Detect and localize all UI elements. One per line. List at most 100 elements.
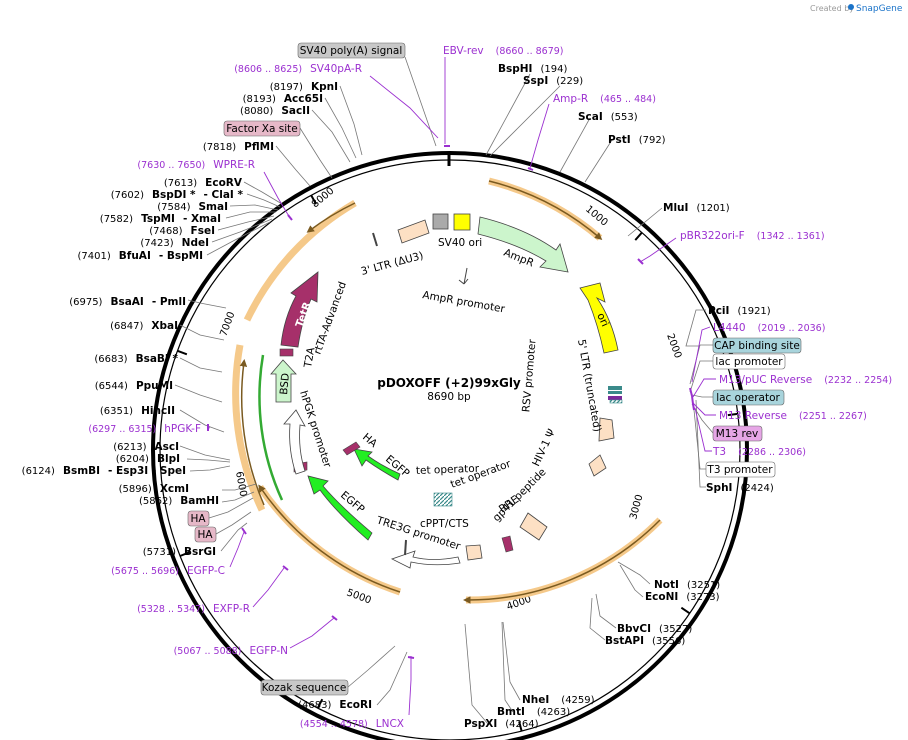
snapgene-logo-icon — [848, 4, 854, 10]
primer-l4440[interactable]: L4440(2019 .. 2036) — [713, 322, 825, 334]
inner-features — [270, 213, 623, 569]
site-bspdi[interactable]: (7602)BspDI *- ClaI * — [111, 189, 244, 201]
site-bamhi[interactable]: (5862)BamHI — [139, 495, 219, 507]
box-ha-1[interactable]: HA — [187, 510, 210, 527]
primer-pbr322ori-f[interactable]: pBR322ori-F(1342 .. 1361) — [680, 230, 825, 242]
site-mlui[interactable]: MluI(1201) — [663, 202, 730, 214]
primer-lncx[interactable]: (4554 .. 4578)LNCX — [300, 718, 404, 730]
primer-hpgk-f[interactable]: (6297 .. 6315)hPGK-F — [88, 423, 201, 435]
box-lac-promoter[interactable]: lac promoter — [712, 353, 786, 370]
label-ampR-promoter: AmpR promoter — [421, 289, 506, 315]
site-fsei[interactable]: (7468)FseI — [149, 225, 215, 237]
primer-ebv-rev[interactable]: EBV-rev(8660 .. 8679) — [443, 45, 564, 57]
feature-ha-inner — [342, 441, 361, 456]
site-nhei[interactable]: NheI(4259) — [522, 694, 595, 706]
box-cap-binding[interactable]: CAP binding site — [712, 337, 802, 354]
site-bsaai[interactable]: (6975)BsaAI- PmlI — [69, 296, 186, 308]
box-ha-2[interactable]: HA — [194, 526, 217, 543]
orf-line-rttaA — [239, 359, 265, 506]
feature-lac-b — [608, 391, 622, 394]
site-ecorv[interactable]: (7613)EcoRV — [164, 177, 243, 189]
site-sacii[interactable]: (8080)SacII — [240, 105, 310, 117]
site-ppumi[interactable]: (6544)PpuMI — [95, 380, 173, 392]
site-hincii[interactable]: (6351)HincII — [100, 405, 175, 417]
site-bmti[interactable]: BmtI(4263) — [497, 706, 570, 718]
svg-text:T3 promoter: T3 promoter — [706, 464, 773, 476]
primer-m13-puc-reverse[interactable]: M13/pUC Reverse(2232 .. 2254) — [719, 374, 892, 386]
site-bsrgi[interactable]: (5731)BsrGI — [143, 546, 216, 558]
feature-rsv-promoter — [598, 417, 615, 442]
feature-lac-d — [609, 399, 623, 404]
restriction-sites: BspHI(194) SspI(229) ScaI(553) PstI(792)… — [22, 63, 774, 730]
site-ndei[interactable]: (7423)NdeI — [140, 237, 209, 249]
site-bstapi[interactable]: BstAPI(3556) — [605, 635, 685, 647]
label-hpgk: hPGK promoter — [297, 389, 333, 470]
site-asci[interactable]: (6213)AscI — [113, 441, 179, 453]
site-blpi[interactable]: (6204)BlpI — [116, 453, 180, 465]
box-sv40-polya[interactable]: SV40 poly(A) signal — [297, 42, 406, 59]
credit-prefix: Created by — [810, 4, 854, 13]
svg-text:lac promoter: lac promoter — [715, 356, 783, 368]
box-kozak[interactable]: Kozak sequence — [260, 679, 349, 696]
site-pflmi[interactable]: (7818)PflMI — [203, 141, 274, 153]
site-bsabi[interactable]: (6683)BsaBI * — [94, 353, 178, 365]
site-econi[interactable]: EcoNI(3273) — [645, 591, 720, 603]
primer-wpre-r[interactable]: (7630 .. 7650)WPRE-R — [137, 159, 255, 171]
feature-ltr3-mark — [372, 232, 378, 247]
site-tspmi[interactable]: (7582)TspMI- XmaI — [100, 213, 221, 225]
site-pspxi[interactable]: PspXI(4264) — [464, 718, 539, 730]
label-hiv-psi: HIV-1 Ψ — [530, 427, 558, 468]
feature-tet-operator — [433, 492, 453, 507]
box-lac-operator[interactable]: lac operator — [712, 389, 785, 406]
site-kpni[interactable]: (8197)KpnI — [270, 81, 338, 93]
box-t3-promoter[interactable]: T3 promoter — [705, 461, 776, 478]
feature-hpgk-promoter — [283, 409, 306, 475]
ruler-tick-7000 — [177, 349, 188, 356]
site-acc65i[interactable]: (8193)Acc65I — [243, 93, 323, 105]
feature-ori-arrow — [579, 282, 619, 354]
primer-amp-r[interactable]: Amp-R(465 .. 484) — [553, 93, 656, 105]
site-bfuai[interactable]: (7401)BfuAI- BspMI — [78, 250, 204, 262]
boxed-features: SV40 poly(A) signal Factor Xa site CAP b… — [187, 42, 802, 696]
site-pcii[interactable]: PciI(1921) — [708, 305, 771, 317]
site-noti[interactable]: NotI(3251) — [654, 579, 720, 591]
feature-lac-c — [608, 396, 622, 400]
site-bsphi[interactable]: BspHI(194) — [498, 63, 567, 75]
label-cppt: cPPT/CTS — [420, 518, 469, 530]
tick-label-7000: 7000 — [218, 310, 237, 338]
site-sspi[interactable]: SspI(229) — [523, 75, 583, 87]
plasmid-name: pDOXOFF (+2)99xGly — [377, 376, 521, 390]
ruler-tick-4000 — [518, 721, 523, 732]
site-xbai[interactable]: (6847)XbaI — [110, 320, 178, 332]
credit-brand: SnapGene — [856, 4, 903, 14]
primers: EBV-rev(8660 .. 8679) (8606 .. 8625)SV40… — [88, 45, 892, 730]
orf-line-egfp — [258, 484, 401, 593]
svg-text:Factor Xa site: Factor Xa site — [226, 123, 297, 135]
primer-marks — [207, 145, 695, 659]
feature-ampR-promoter — [458, 267, 469, 285]
orf-line-rttaB — [306, 202, 356, 233]
orf-arcs — [232, 177, 663, 604]
site-sphi[interactable]: SphI(2424) — [706, 482, 774, 494]
site-bbvci[interactable]: BbvCI(3527) — [617, 623, 692, 635]
tick-label-3000: 3000 — [628, 493, 645, 520]
primer-exfp-r[interactable]: (5328 .. 5347)EXFP-R — [137, 603, 250, 615]
site-scai[interactable]: ScaI(553) — [578, 111, 638, 123]
site-xcmi[interactable]: (5896)XcmI — [119, 483, 189, 495]
ruler-tick-5000 — [316, 698, 324, 709]
site-psti[interactable]: PstI(792) — [608, 134, 666, 146]
site-smai[interactable]: (7584)SmaI — [157, 201, 228, 213]
primer-m13-reverse[interactable]: M13 Reverse(2251 .. 2267) — [719, 410, 867, 422]
box-factor-xa[interactable]: Factor Xa site — [223, 120, 301, 137]
primer-egfp-n[interactable]: (5067 .. 5088)EGFP-N — [174, 645, 288, 657]
feature-t2a — [279, 348, 294, 357]
feature-ltr3 — [397, 219, 430, 244]
primer-t3[interactable]: T3(2286 .. 2306) — [712, 446, 806, 458]
box-m13-rev[interactable]: M13 rev — [712, 425, 763, 442]
site-ecori[interactable]: (4683)EcoRI — [298, 699, 372, 711]
primer-egfp-c[interactable]: (5675 .. 5696)EGFP-C — [111, 565, 225, 577]
site-bsmbi[interactable]: (6124)BsmBI- Esp3I - SpeI — [22, 465, 186, 477]
primer-sv40pa-r[interactable]: (8606 .. 8625)SV40pA-R — [234, 63, 362, 75]
